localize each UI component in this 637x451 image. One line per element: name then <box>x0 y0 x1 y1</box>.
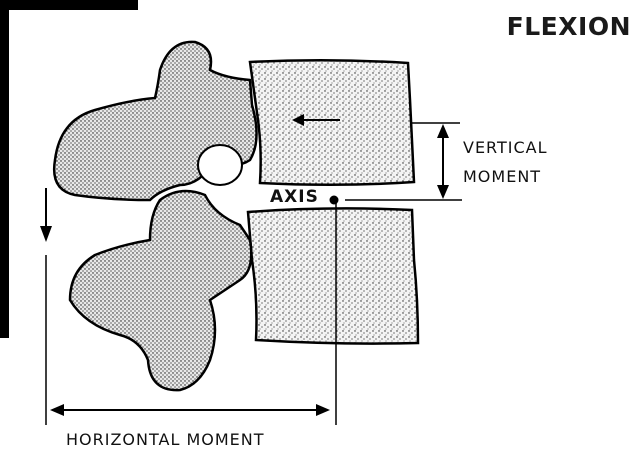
axis-point <box>330 196 339 205</box>
diagram-title: FLEXION <box>507 12 631 41</box>
lower-posterior-elements <box>70 191 251 390</box>
vertical-moment-label-line1: VERTICAL <box>463 138 548 157</box>
upper-vertebral-body <box>250 60 414 185</box>
lower-vertebral-body <box>248 208 418 343</box>
vertical-moment-label-line2: MOMENT <box>463 167 541 186</box>
horizontal-moment-label: HORIZONTAL MOMENT <box>66 430 265 449</box>
axis-label: AXIS <box>270 187 319 207</box>
